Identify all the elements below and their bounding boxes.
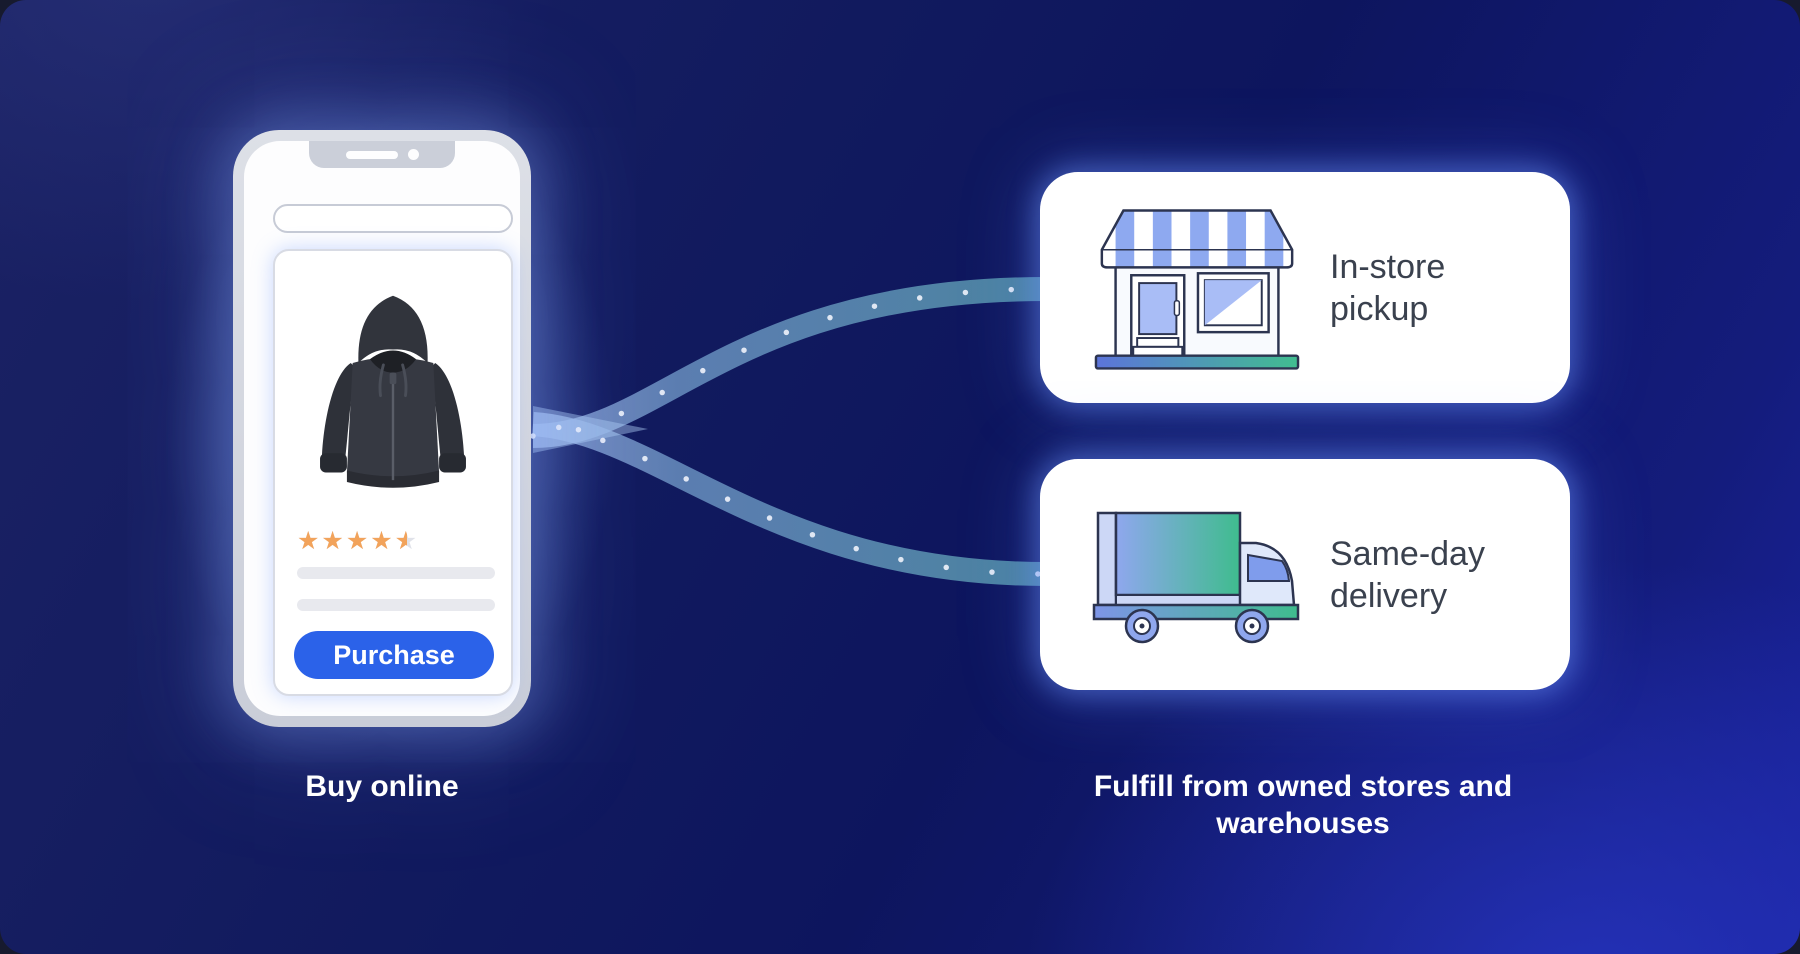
phone-notch — [309, 141, 455, 168]
star-rating: ★★★★★ ★★★★★ — [297, 529, 419, 554]
search-bar[interactable] — [273, 204, 513, 233]
ribbon-fan-highlight — [533, 406, 648, 453]
ribbon-to-pickup — [532, 277, 1047, 448]
truck-wheel — [1234, 608, 1269, 643]
storefront-icon — [1082, 204, 1312, 372]
phone-mockup: ★★★★★ ★★★★★ Purchase — [233, 130, 531, 727]
star-rating-track: ★★★★★ — [297, 527, 420, 555]
option-card-in-store-pickup: In-store pickup — [1040, 172, 1570, 403]
hoodie-icon — [320, 295, 466, 488]
text-placeholder-line — [297, 599, 495, 611]
ribbon-to-delivery — [532, 412, 1047, 586]
speaker-slot — [345, 150, 398, 159]
hoodie-product-image — [297, 267, 489, 512]
option-card-same-day-delivery: Same-day delivery — [1040, 459, 1570, 690]
truck-wheel — [1124, 608, 1159, 643]
delivery-truck-icon — [1082, 505, 1312, 645]
text-placeholder-line — [297, 567, 495, 579]
option-label-in-store-pickup: In-store pickup — [1330, 247, 1446, 328]
product-card: ★★★★★ ★★★★★ Purchase — [273, 249, 513, 696]
star-rating-fill: ★★★★★ — [297, 529, 407, 554]
buy-online-caption: Buy online — [305, 770, 459, 803]
purchase-button[interactable]: Purchase — [294, 631, 494, 679]
phone-screen: ★★★★★ ★★★★★ Purchase — [244, 141, 520, 716]
fulfill-caption: Fulfill from owned stores and warehouses — [1093, 770, 1513, 840]
camera-dot — [407, 149, 419, 160]
option-label-same-day-delivery: Same-day delivery — [1330, 534, 1485, 615]
